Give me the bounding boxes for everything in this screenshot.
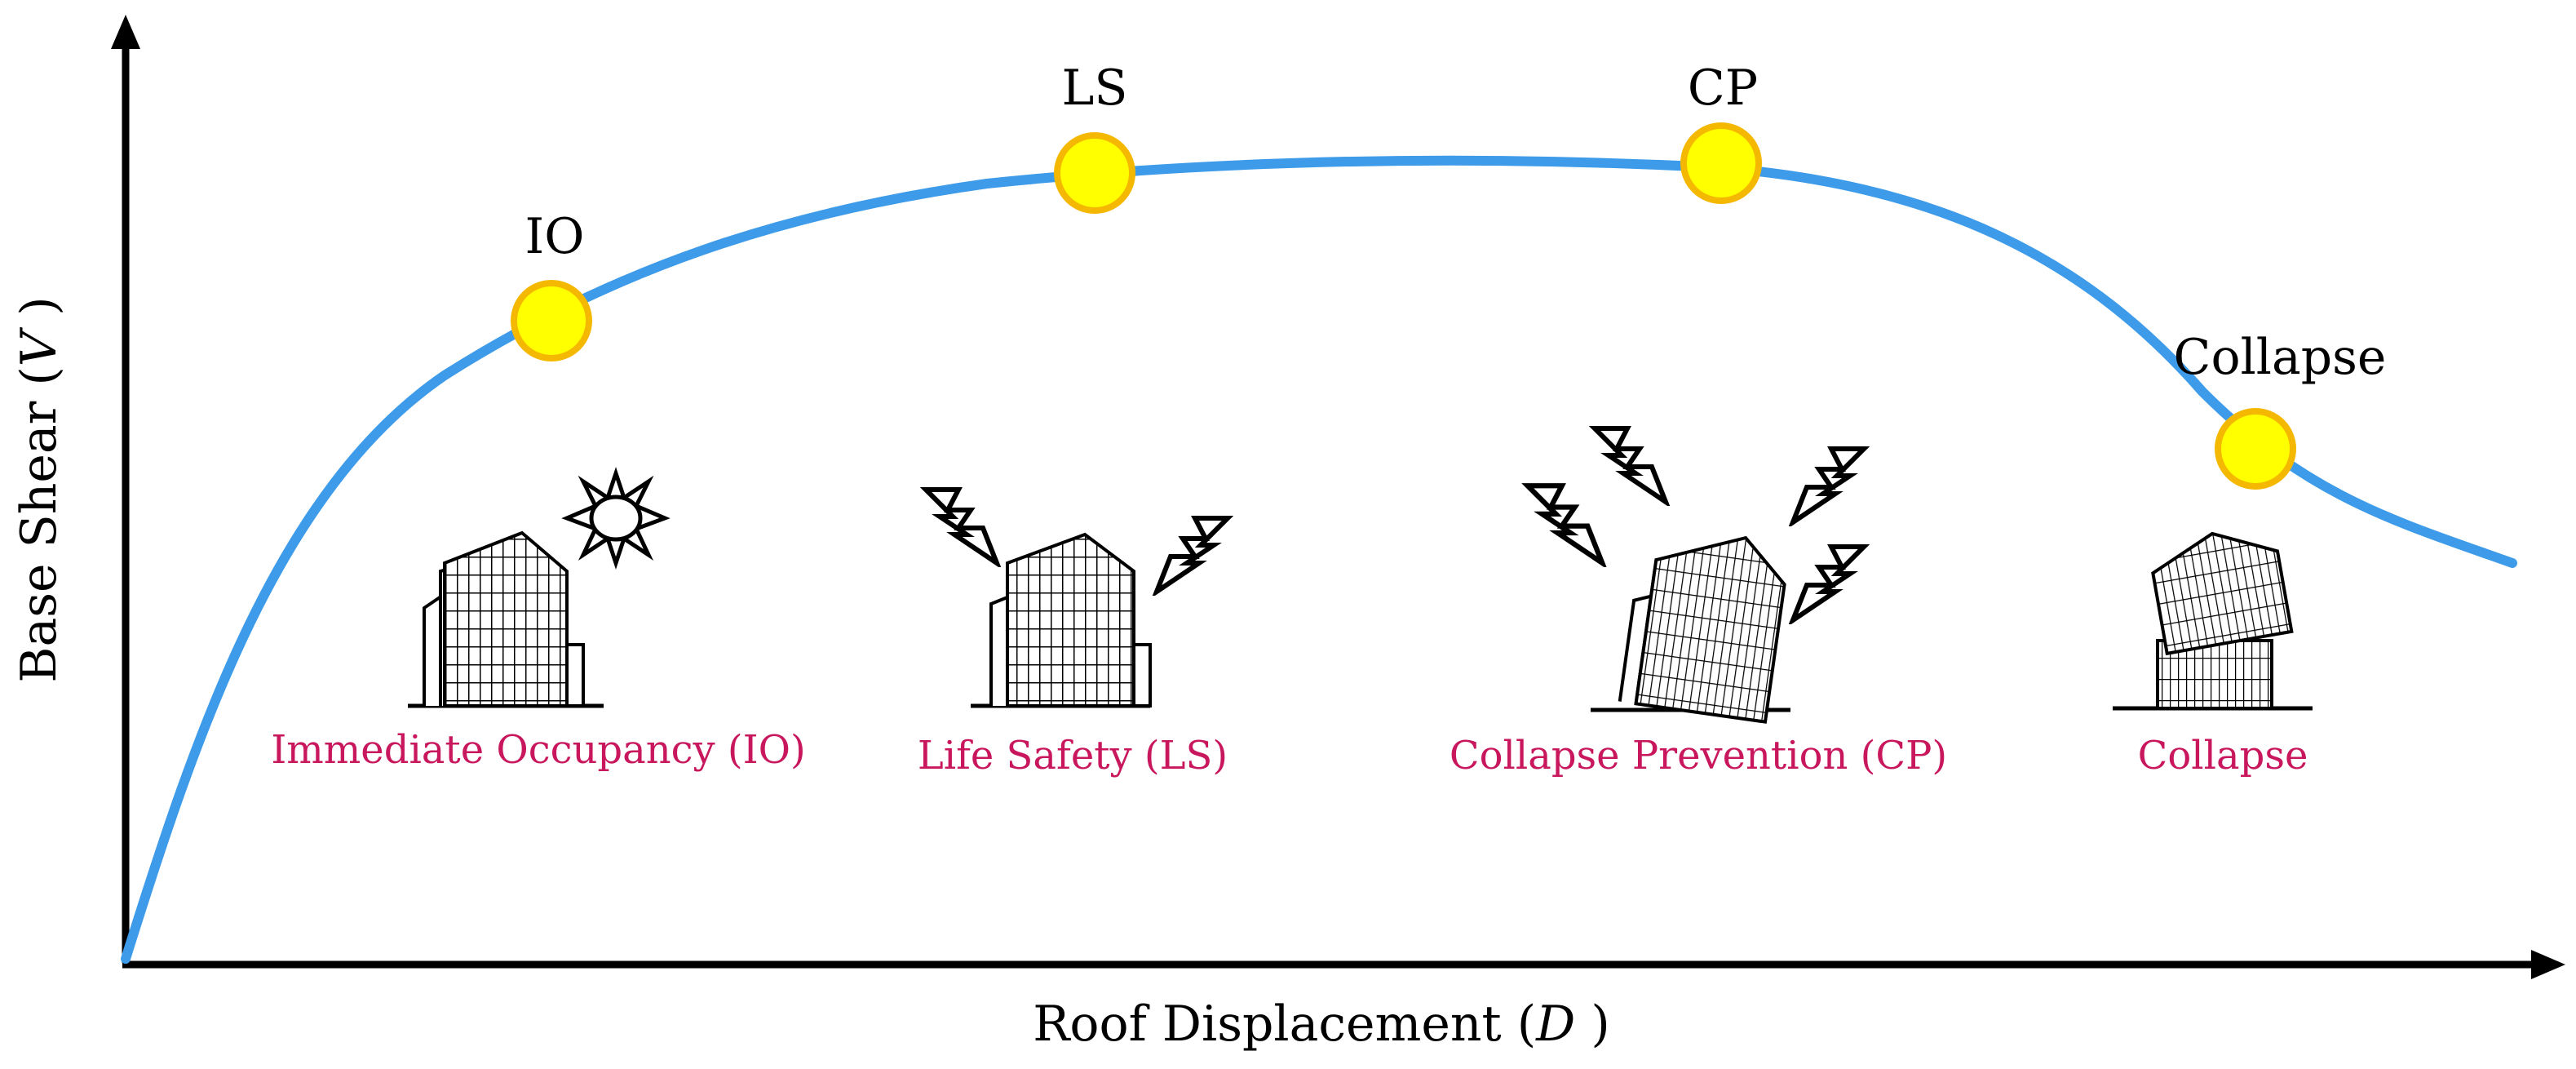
- y-axis-label-text: Base Shear: [11, 401, 68, 682]
- lightning-bolt-icon: [1793, 547, 1864, 620]
- y-axis-label-var: V: [11, 326, 68, 366]
- point-collapse-label: Collapse: [2174, 329, 2387, 386]
- state-label-cp: Collapse Prevention (CP): [1450, 733, 1947, 778]
- x-axis-arrowhead: [2531, 950, 2565, 979]
- y-axis-label: Base Shear (V ): [11, 296, 68, 682]
- tilted-building-with-lightning-icon: [1528, 428, 1864, 724]
- capacity-curve: [121, 155, 2517, 964]
- x-axis-label: Roof Displacement (D ): [1033, 996, 1610, 1053]
- point-io: IO: [511, 208, 592, 362]
- point-cp: CP: [1680, 60, 1762, 204]
- state-label-io: Immediate Occupancy (IO): [271, 727, 805, 773]
- sun-icon: [561, 467, 671, 570]
- state-label-collapse: Collapse: [2138, 733, 2308, 778]
- building-with-lightning-icon: [926, 490, 1228, 708]
- x-axis-label-text: Roof Displacement: [1033, 996, 1501, 1053]
- state-icons: [408, 428, 2313, 724]
- y-axis-arrowhead: [111, 15, 140, 49]
- point-io-marker: [511, 280, 592, 362]
- lightning-bolt-icon: [1157, 518, 1228, 592]
- point-collapse-marker: [2215, 408, 2296, 490]
- x-axis-label-var: D: [1535, 996, 1575, 1053]
- lightning-bolt-icon: [1595, 428, 1666, 502]
- point-cp-label: CP: [1688, 60, 1758, 117]
- building-with-sun-icon: [408, 467, 671, 708]
- x-axis-label-paren-close: ): [1575, 996, 1609, 1053]
- axes: [111, 15, 2565, 979]
- state-labels: Immediate Occupancy (IO) Life Safety (LS…: [271, 727, 2308, 778]
- point-io-label: IO: [525, 208, 585, 265]
- lightning-bolt-icon: [1528, 486, 1602, 563]
- collapsed-building-icon: [2113, 531, 2313, 711]
- point-ls: LS: [1054, 60, 1135, 214]
- performance-points: IO LS CP Collapse: [511, 60, 2387, 490]
- lightning-bolt-icon: [926, 490, 997, 563]
- point-cp-marker: [1680, 122, 1762, 204]
- state-label-ls: Life Safety (LS): [918, 733, 1228, 778]
- point-ls-marker: [1054, 132, 1135, 214]
- point-ls-label: LS: [1062, 60, 1128, 117]
- lightning-bolt-icon: [1793, 449, 1864, 522]
- point-collapse: Collapse: [2174, 329, 2387, 490]
- x-axis-label-paren-open: (: [1517, 996, 1536, 1053]
- y-axis-label-paren-close: ): [11, 296, 68, 330]
- y-axis-label-paren-open: (: [11, 366, 68, 385]
